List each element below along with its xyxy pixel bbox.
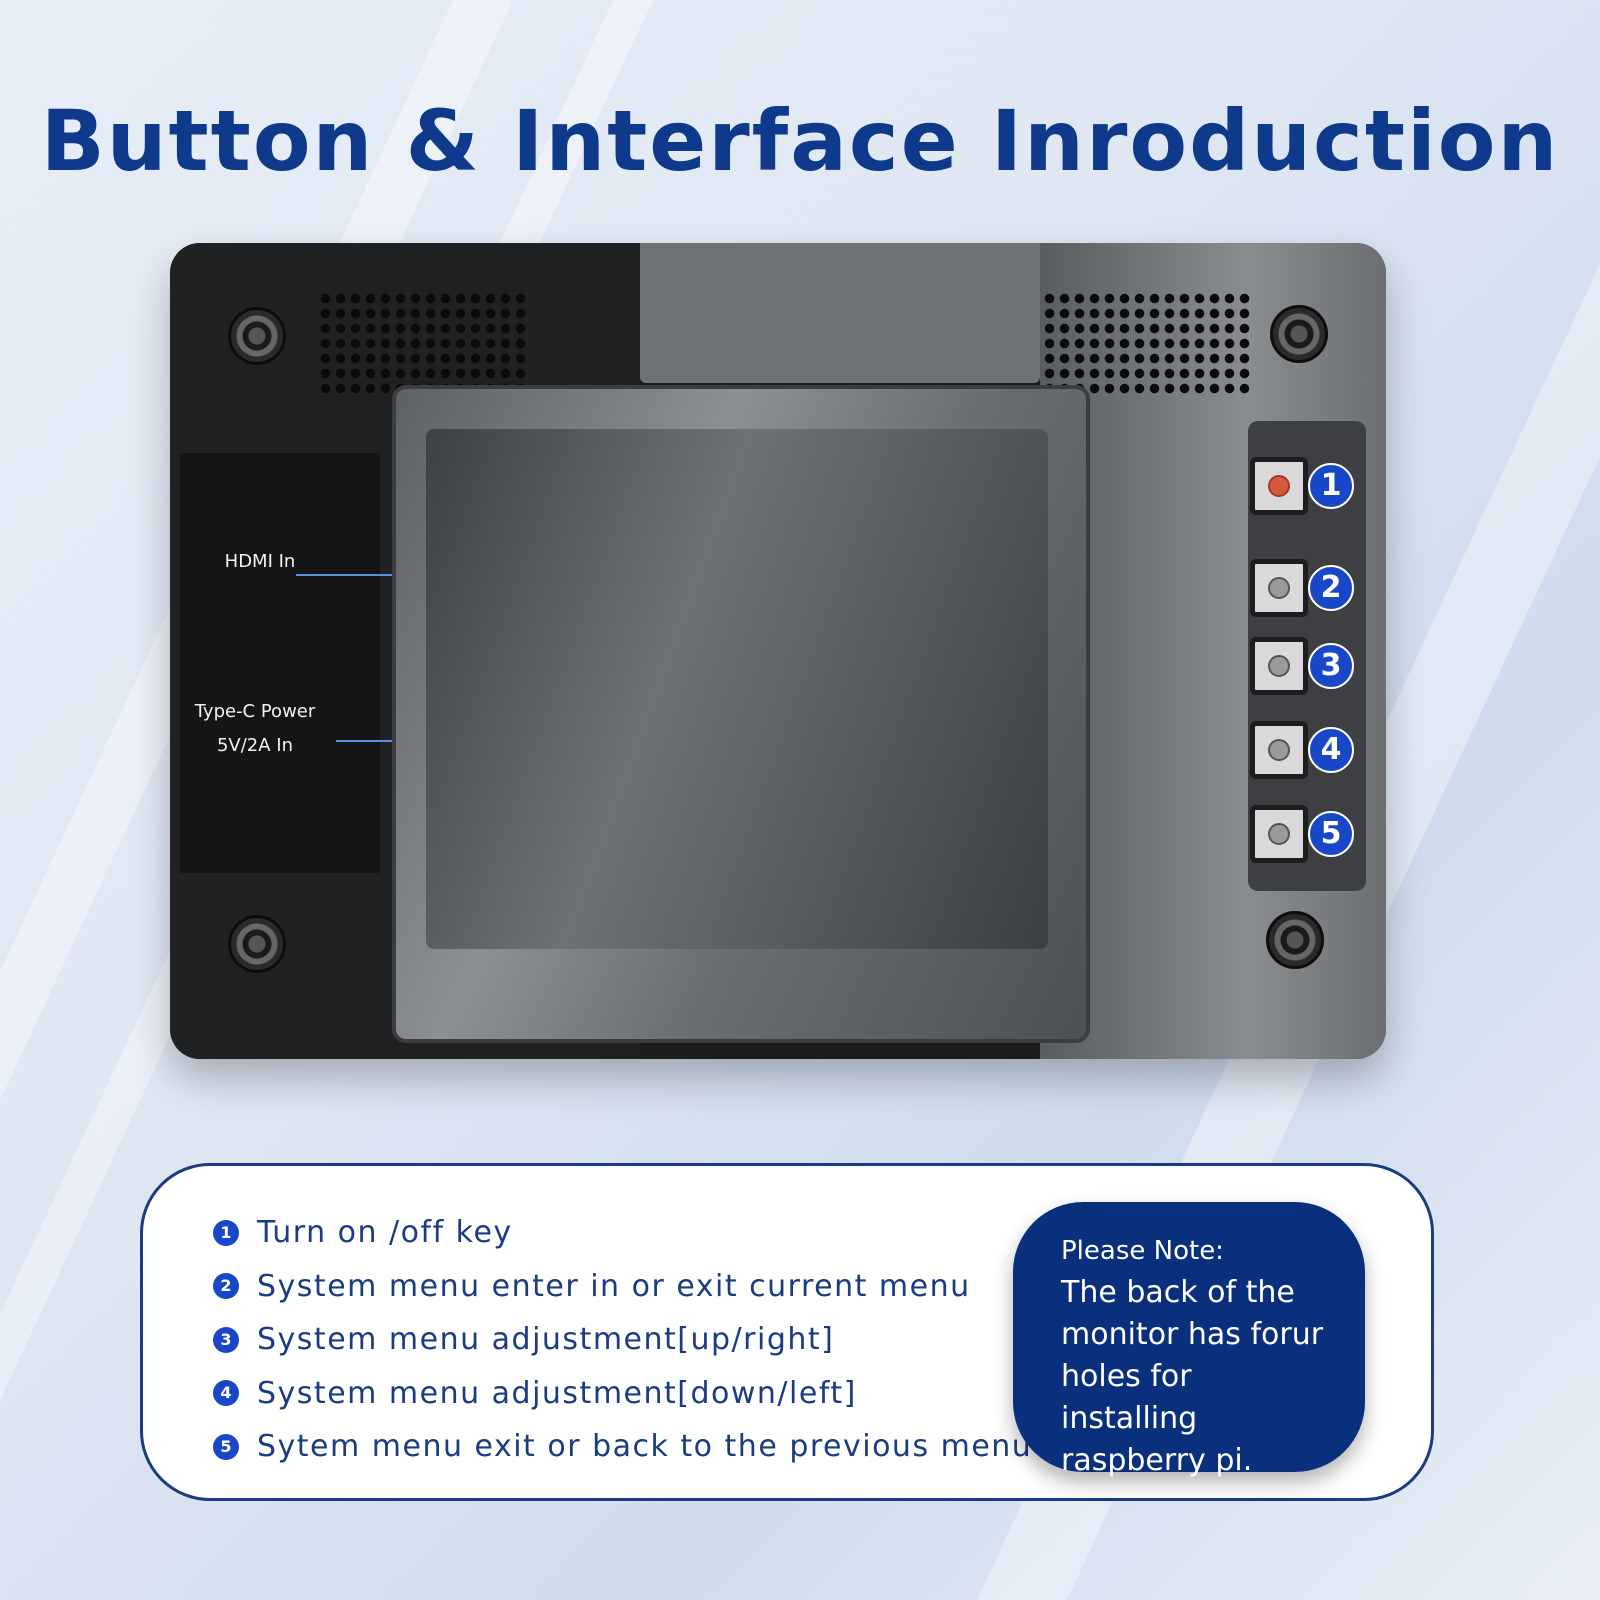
device-top-strip (640, 243, 1040, 383)
button-dot (1268, 739, 1290, 761)
legend-item: 5 Sytem menu exit or back to the previou… (213, 1420, 1032, 1474)
legend-text: Sytem menu exit or back to the previous … (257, 1429, 1033, 1465)
speaker-grille-right (1042, 291, 1252, 397)
button-number-badge: 4 (1308, 727, 1354, 773)
hdmi-callout-line (296, 574, 392, 576)
note-heading: Please Note: (1061, 1236, 1224, 1266)
speaker-grille-left (318, 291, 528, 397)
legend-item: 4 System menu adjustment[down/left] (213, 1367, 1032, 1421)
power-callout-line (336, 740, 392, 742)
legend-number-badge: 3 (213, 1326, 239, 1353)
legend-text: Turn on /off key (257, 1215, 513, 1251)
power-button[interactable] (1250, 457, 1308, 515)
exit-button[interactable] (1250, 805, 1308, 863)
button-dot (1268, 475, 1290, 497)
screw-icon (1266, 911, 1324, 969)
button-number-badge: 2 (1308, 565, 1354, 611)
note-card: Please Note: The back of the monitor has… (1013, 1202, 1365, 1478)
legend-list: 1 Turn on /off key 2 System menu enter i… (213, 1206, 1032, 1474)
legend-item: 2 System menu enter in or exit current m… (213, 1260, 1032, 1314)
screw-icon (228, 915, 286, 973)
button-number-badge: 5 (1308, 811, 1354, 857)
legend-number-badge: 2 (213, 1273, 239, 1300)
legend-item: 3 System menu adjustment[up/right] (213, 1313, 1032, 1367)
back-cover-inner (426, 429, 1048, 949)
screw-icon (228, 307, 286, 365)
button-number-badge: 3 (1308, 643, 1354, 689)
button-number-badge: 1 (1308, 463, 1354, 509)
power-label-line1: Type-C Power (194, 701, 316, 722)
port-area (180, 453, 380, 873)
screw-icon (1270, 305, 1328, 363)
monitor-back-view: 1 2 3 4 5 HDMI In Type-C Power 5V/2A In (170, 243, 1386, 1059)
legend-number-badge: 4 (213, 1380, 239, 1407)
menu-button[interactable] (1250, 559, 1308, 617)
legend-item: 1 Turn on /off key (213, 1206, 1032, 1260)
legend-text: System menu adjustment[down/left] (257, 1375, 857, 1411)
legend-text: System menu enter in or exit current men… (257, 1268, 971, 1304)
button-legend-box: 1 Turn on /off key 2 System menu enter i… (140, 1163, 1434, 1501)
button-dot (1268, 577, 1290, 599)
legend-number-badge: 5 (213, 1433, 239, 1460)
note-body: The back of the monitor has forur holes … (1061, 1275, 1324, 1478)
button-dot (1268, 823, 1290, 845)
up-right-button[interactable] (1250, 637, 1308, 695)
power-label-line2: 5V/2A In (216, 735, 294, 756)
legend-number-badge: 1 (213, 1219, 239, 1246)
page-title: Button & Interface Inroduction (40, 92, 1560, 190)
hdmi-label: HDMI In (224, 551, 296, 572)
down-left-button[interactable] (1250, 721, 1308, 779)
back-cover-panel (392, 385, 1090, 1043)
legend-text: System menu adjustment[up/right] (257, 1322, 835, 1358)
button-dot (1268, 655, 1290, 677)
